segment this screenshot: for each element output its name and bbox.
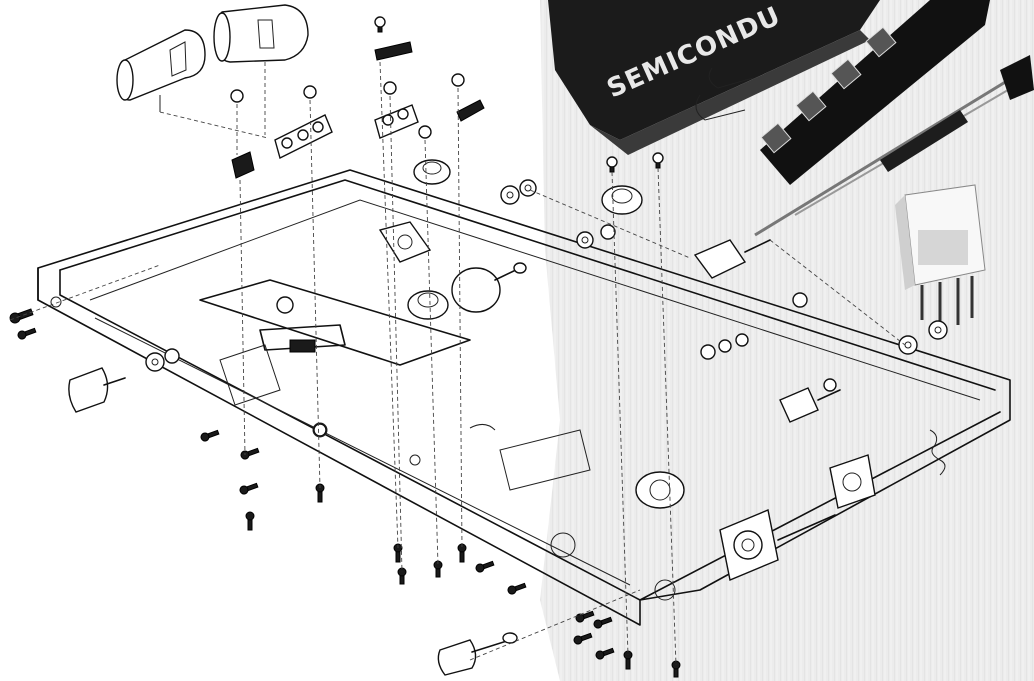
knob-bottom [437,632,518,676]
tube-socket-2 [601,185,643,215]
relay-component [895,184,986,330]
coax-connector [719,509,836,581]
plug-connector [693,239,771,279]
tube-socket-4 [635,471,685,509]
tube-socket-1 [413,159,451,185]
fuse-holder [779,387,841,423]
tube-socket-3 [407,290,449,320]
bracket-switch [378,221,432,263]
photo-backdrop [540,0,1034,681]
washers [145,179,948,437]
potentiometer [451,262,527,313]
screws [9,16,681,678]
transistor-strip [695,0,990,185]
resistor-right [213,4,309,135]
terminal-strip-1 [274,114,333,160]
square-socket [829,454,876,509]
semiconductor-box: SEMICONDU [548,0,880,155]
sub-bracket [199,279,471,406]
terminal-strip-3 [231,41,485,179]
knob-left [68,367,126,413]
chassis-frame [37,169,1011,626]
terminal-strip-2 [374,104,419,139]
resistor-left [116,29,206,112]
test-probe [754,55,1034,237]
assembly-guides [9,61,906,666]
